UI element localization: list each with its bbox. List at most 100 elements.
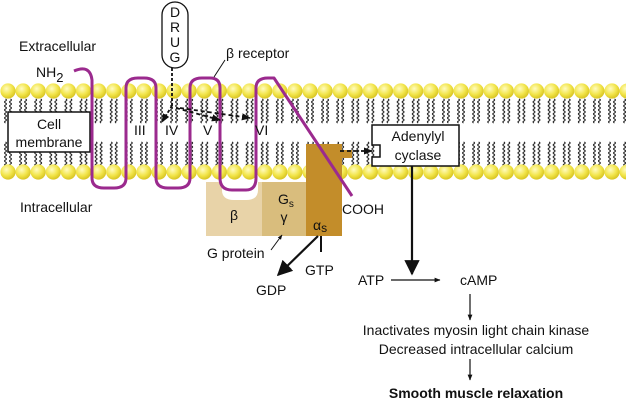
lipid-tail (381, 98, 385, 124)
lipid-tail (532, 98, 536, 124)
lipid-tail (260, 98, 264, 124)
lipid-tail (351, 98, 355, 124)
cell-membrane-text-1: Cell (37, 116, 61, 132)
drug-letter-u: U (170, 34, 180, 50)
lipid-tail (175, 141, 179, 167)
lipid-head (544, 164, 560, 180)
intracellular-label: Intracellular (20, 199, 93, 215)
lipid-head (468, 164, 484, 180)
lipid-tail (401, 98, 405, 124)
lipid-tail (351, 141, 355, 167)
lipid-head (75, 164, 92, 180)
lipid-tail (522, 98, 526, 124)
nh2-label: NH2 (36, 64, 63, 85)
lipid-tail (537, 141, 541, 167)
lipid-head (528, 83, 545, 99)
lipid-tail (472, 141, 476, 167)
lipid-head (347, 164, 363, 180)
helix-vi-label: VI (255, 122, 268, 138)
lipid-head (498, 164, 514, 180)
lipid-tail (371, 98, 375, 124)
result-label: Smooth muscle relaxation (389, 385, 563, 401)
lipid-tail (577, 141, 581, 167)
lipid-tail (386, 98, 390, 124)
lipid-tail (366, 141, 370, 167)
lipid-head (302, 83, 318, 99)
lipid-head (15, 164, 31, 180)
lipid-tail (139, 141, 143, 167)
lipid-tail (441, 98, 445, 124)
lipid-tail (522, 141, 526, 167)
lipid-head (544, 83, 560, 99)
lipid-head (257, 83, 273, 99)
g-gs-label: Gs (278, 191, 294, 210)
helix-iv-label: IV (165, 122, 179, 138)
lipid-tail (446, 98, 450, 124)
lipid-tail (597, 141, 601, 167)
lipid-tail (562, 98, 566, 124)
g-gamma-subunit (262, 182, 306, 236)
lipid-tail (220, 141, 224, 167)
lipid-tail (502, 141, 506, 167)
lipid-tail (190, 98, 194, 124)
lipid-tail (462, 98, 465, 124)
lipid-tail (4, 98, 7, 124)
lipid-tail (567, 141, 571, 167)
lipid-head (287, 164, 303, 180)
lipid-head (332, 83, 348, 99)
lipid-tail (170, 141, 174, 167)
lipid-tail (170, 98, 174, 124)
lipid-head (151, 83, 167, 99)
lipid-head (106, 83, 122, 99)
lipid-head (453, 83, 469, 99)
lipid-tail (230, 141, 234, 167)
adenylyl-text-1: Adenylyl (392, 128, 445, 144)
lipid-tail (200, 141, 204, 167)
lipid-tail (144, 98, 148, 124)
lipid-head (559, 164, 575, 180)
lipid-tail (477, 141, 481, 167)
lipid-tail (250, 141, 254, 167)
lipid-head (604, 164, 620, 180)
lipid-tail (623, 98, 626, 124)
lipid-tail (613, 98, 616, 124)
drug-letter-g: G (170, 49, 181, 65)
lipid-tail (396, 98, 400, 124)
lipid-tail (205, 141, 209, 167)
effect-text-1: Inactivates myosin light chain kinase (363, 322, 590, 338)
lipid-head (60, 164, 76, 180)
lipid-tail (431, 98, 435, 124)
lipid-head (45, 164, 61, 180)
g-beta-label: β (230, 207, 238, 223)
lipid-tail (608, 98, 611, 124)
lipid-tail (185, 141, 189, 167)
beta-receptor-label: β receptor (226, 45, 290, 61)
lipid-tail (326, 98, 330, 124)
cooh-label: COOH (342, 201, 384, 217)
gdp-arrow (276, 235, 319, 277)
helix-v-label: V (203, 122, 213, 138)
lipid-tail (492, 141, 496, 167)
lipid-tail (416, 98, 420, 124)
lipid-tail (567, 98, 571, 124)
lipid-tail (487, 141, 491, 167)
lipid-head (60, 83, 76, 99)
lipid-head (377, 164, 394, 180)
lipid-tail (532, 141, 536, 167)
lipid-head (453, 164, 469, 180)
lipid-tail (311, 98, 314, 124)
lipid-tail (275, 98, 279, 124)
lipid-tail (280, 98, 284, 124)
lipid-head (483, 164, 499, 180)
lipid-head (619, 83, 626, 99)
lipid-tail (175, 98, 179, 124)
lipid-tail (608, 141, 611, 167)
lipid-head (106, 164, 122, 180)
adenylyl-cyclase: Adenylyl cyclase (371, 124, 460, 167)
lipid-tail (129, 141, 133, 167)
lipid-head (377, 83, 394, 99)
lipid-head (30, 164, 46, 180)
adenylyl-text-2: cyclase (395, 147, 442, 163)
lipid-head (362, 83, 378, 99)
